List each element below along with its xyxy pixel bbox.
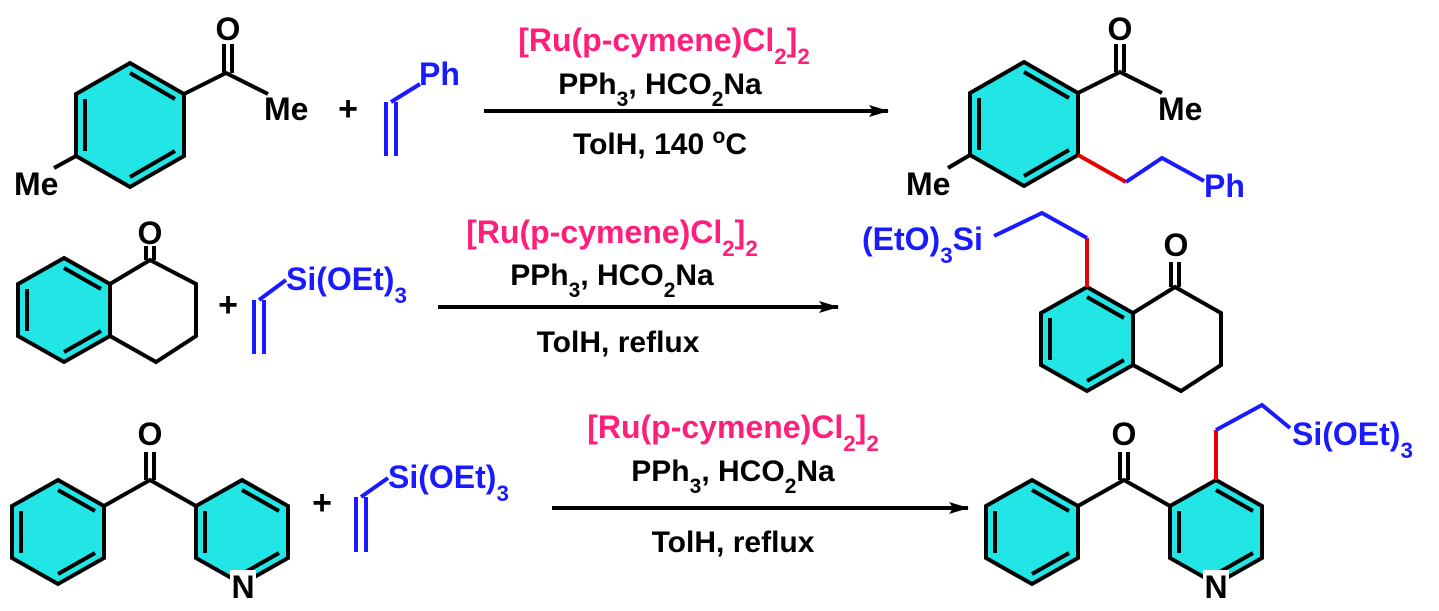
carbonyl-oxygen-label: O — [1164, 227, 1189, 263]
conditions-label: TolH, reflux — [537, 326, 700, 359]
plus-sign: + — [218, 286, 238, 324]
acetyl-bonds — [183, 44, 269, 96]
reaction-2-alkene: Si(OEt)3​ — [252, 261, 407, 354]
reaction-2-arrow: [Ru(p-cymene)Cl2​]2​ PPh3​, HCO2​Na TolH… — [438, 214, 839, 359]
ketone-bonds — [103, 452, 197, 508]
ring-methyl-label: Me — [906, 166, 950, 202]
silane-label: Si(OEt)3​ — [388, 459, 509, 506]
catalyst-label: [Ru(p-cymene)Cl2​]2​ — [466, 214, 758, 261]
silane-label: Si(OEt)3​ — [1292, 416, 1413, 463]
carbonyl-oxygen-label: O — [216, 11, 241, 47]
benzene-ring — [968, 59, 1080, 189]
additives-label: PPh3​, HCO2​Na — [631, 455, 835, 498]
nitrogen-label-background — [1203, 570, 1229, 600]
vinyl-bonds — [384, 82, 422, 156]
reaction-3-arrow: [Ru(p-cymene)Cl2​]2​ PPh3​, HCO2​Na TolH… — [552, 409, 969, 559]
methyl-bond — [946, 153, 972, 170]
alkyl-chain — [993, 210, 1088, 240]
reaction-3-alkene: Si(OEt)3​ — [354, 459, 509, 552]
reaction-3: O N + Si(OEt)3​ [Ru(p-cymene)Cl2​]2​ PPh… — [10, 402, 1413, 605]
benzene-ring — [1039, 284, 1135, 394]
nitrogen-label-background — [230, 570, 256, 600]
ring-inner-bonds — [19, 488, 96, 576]
reaction-1-product: O Me Me Ph — [906, 11, 1245, 204]
reaction-1-arrow: [Ru(p-cymene)Cl2​]2​ PPh3​, HCO2​Na TolH… — [484, 22, 889, 162]
ketone-methyl-label: Me — [1158, 91, 1202, 127]
reaction-2-substrate: O — [16, 215, 198, 365]
reaction-1: O Me Me + Ph [Ru(p-cymene)Cl2​]2​ PPh3​,… — [14, 11, 1245, 204]
reaction-1-alkene: Ph — [384, 56, 460, 156]
ketone-methyl-label: Me — [264, 91, 308, 127]
ketone-bonds — [1077, 452, 1171, 508]
carbonyl-oxygen-label: O — [138, 416, 163, 452]
carbonyl-bond — [1169, 262, 1181, 287]
carbonyl-oxygen-label: O — [1112, 416, 1137, 452]
reaction-3-product: O N Si(OEt)3​ — [984, 402, 1413, 605]
ring-inner-bonds — [25, 266, 102, 354]
silane-label: Si(OEt)3​ — [286, 261, 407, 308]
ring-inner-bonds — [83, 71, 177, 179]
saturated-ring-bonds — [1131, 284, 1223, 394]
benzene-ring — [16, 255, 112, 365]
reaction-1-substrate: O Me Me — [14, 11, 308, 202]
ring-methyl-label: Me — [14, 166, 58, 202]
benzene-ring — [984, 477, 1080, 587]
silane-label: (EtO)3​Si — [862, 221, 983, 268]
additives-label: PPh3​, HCO2​Na — [510, 259, 714, 302]
nitrogen-label: N — [231, 569, 254, 605]
additives-label: PPh3​, HCO2​Na — [558, 68, 762, 111]
ring-inner-bonds — [993, 488, 1070, 576]
plus-sign: + — [338, 90, 358, 128]
phenyl-label: Ph — [1204, 168, 1245, 204]
carbonyl-oxygen-label: O — [138, 215, 163, 251]
reaction-2: O + Si(OEt)3​ [Ru(p-cymene)Cl2​]2​ PPh3​… — [16, 210, 1223, 394]
catalyst-label: [Ru(p-cymene)Cl2​]2​ — [587, 409, 879, 456]
vinyl-bonds — [354, 476, 390, 552]
carbonyl-oxygen-label: O — [1108, 11, 1133, 47]
reaction-2-product: O (EtO)3​Si — [862, 210, 1223, 394]
methyl-bond — [53, 154, 77, 170]
alkyl-chain — [1215, 402, 1292, 432]
carbonyl-bond — [144, 246, 156, 260]
alkyl-chain — [1124, 155, 1205, 184]
benzene-ring — [74, 60, 186, 190]
vinyl-bonds — [252, 278, 288, 354]
new-cc-bond — [1077, 153, 1127, 184]
acetyl-bonds — [1077, 44, 1163, 95]
conditions-label: TolH, reflux — [652, 526, 815, 559]
benzene-ring — [10, 477, 106, 587]
saturated-ring-bonds — [108, 257, 198, 365]
ring-inner-bonds — [1048, 295, 1125, 383]
plus-sign: + — [312, 484, 332, 522]
nitrogen-label: N — [1204, 569, 1227, 605]
ring-inner-bonds — [977, 70, 1071, 178]
phenyl-label: Ph — [419, 56, 460, 92]
reaction-3-substrate: O N — [10, 416, 290, 605]
catalyst-label: [Ru(p-cymene)Cl2​]2​ — [518, 22, 810, 69]
conditions-label: TolH, 140 oC — [573, 125, 747, 162]
